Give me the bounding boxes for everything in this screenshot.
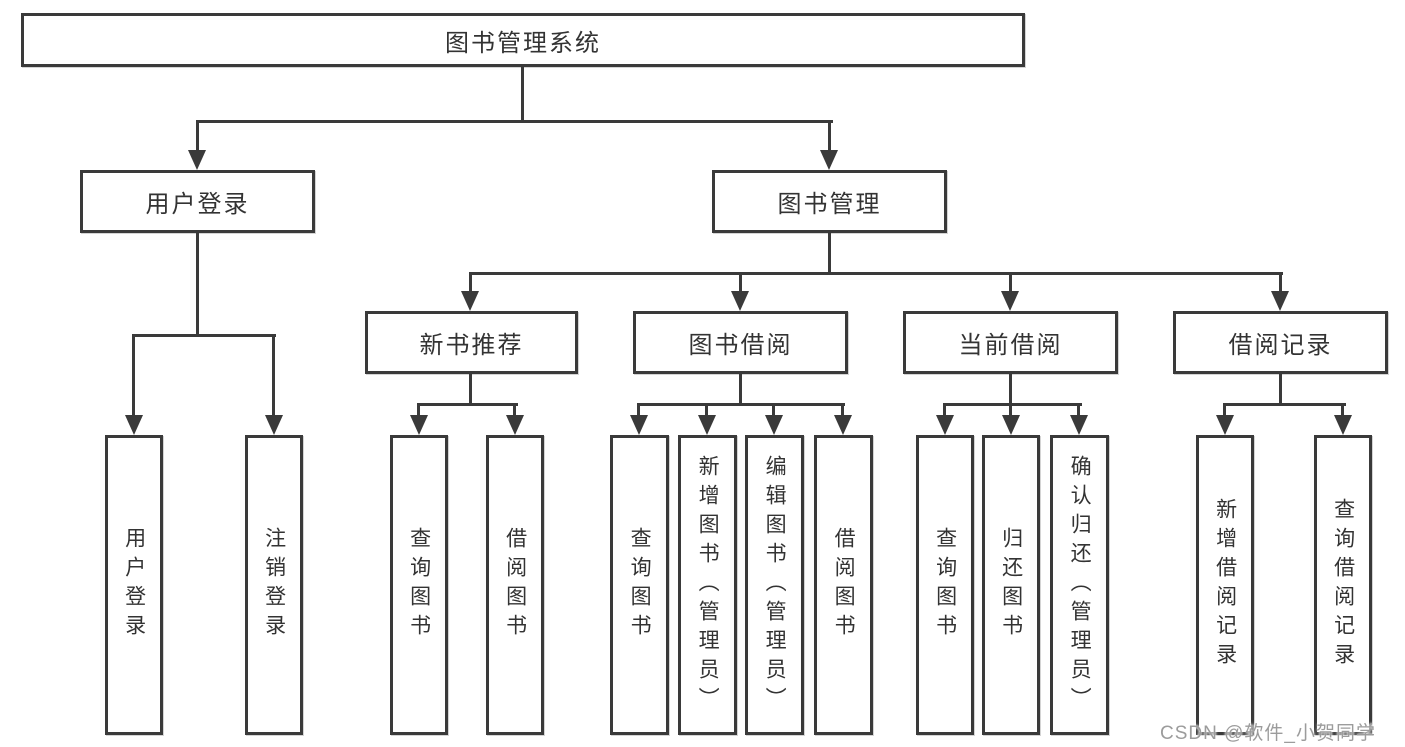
connector-line bbox=[417, 403, 420, 417]
node-add-borrow-record: 新增借阅记录 bbox=[1196, 435, 1254, 735]
node-label: 查询图书 bbox=[628, 527, 652, 643]
node-new-book-recommendation: 新书推荐 bbox=[365, 311, 578, 374]
arrow-down-icon bbox=[506, 415, 524, 435]
connector-line bbox=[637, 403, 845, 406]
node-edit-books-admin: 编辑图书（管理员） bbox=[745, 435, 804, 735]
connector-line bbox=[513, 403, 516, 417]
node-current-borrowing: 当前借阅 bbox=[903, 311, 1118, 374]
connector-line bbox=[1223, 403, 1226, 417]
connector-line bbox=[637, 403, 640, 417]
arrow-down-icon bbox=[265, 415, 283, 435]
connector-line bbox=[469, 272, 472, 294]
node-label: 图书借阅 bbox=[688, 332, 793, 359]
node-query-borrow-record: 查询借阅记录 bbox=[1314, 435, 1372, 735]
arrow-down-icon bbox=[1001, 291, 1019, 311]
node-label: 查询图书 bbox=[933, 527, 957, 643]
node-query-books-current: 查询图书 bbox=[916, 435, 974, 735]
node-label: 归还图书 bbox=[999, 527, 1023, 643]
node-label: 借阅记录 bbox=[1228, 332, 1333, 359]
node-label: 注销登录 bbox=[262, 527, 286, 643]
arrow-down-icon bbox=[1216, 415, 1234, 435]
arrow-down-icon bbox=[1070, 415, 1088, 435]
arrow-down-icon bbox=[765, 415, 783, 435]
node-query-books-borrowing: 查询图书 bbox=[610, 435, 669, 735]
connector-line bbox=[1279, 272, 1282, 294]
node-user-login-leaf: 用户登录 bbox=[105, 435, 163, 735]
connector-line bbox=[772, 403, 775, 417]
connector-line bbox=[943, 403, 946, 417]
connector-line bbox=[196, 120, 833, 123]
arrow-down-icon bbox=[630, 415, 648, 435]
connector-line bbox=[1009, 403, 1012, 417]
arrow-down-icon bbox=[1002, 415, 1020, 435]
node-borrowing-records: 借阅记录 bbox=[1173, 311, 1388, 374]
connector-line bbox=[132, 334, 135, 418]
arrow-down-icon bbox=[1271, 291, 1289, 311]
connector-line bbox=[943, 403, 1082, 406]
watermark: CSDN @软件_小贺同学 bbox=[1160, 723, 1376, 744]
node-confirm-return-admin: 确认归还（管理员） bbox=[1050, 435, 1109, 735]
connector-line bbox=[196, 233, 199, 337]
connector-line bbox=[739, 374, 742, 406]
connector-line bbox=[417, 403, 518, 406]
node-label: 确认归还（管理员） bbox=[1068, 454, 1092, 716]
node-return-books: 归还图书 bbox=[982, 435, 1040, 735]
node-logout: 注销登录 bbox=[245, 435, 303, 735]
node-book-management-system: 图书管理系统 bbox=[21, 13, 1025, 67]
arrow-down-icon bbox=[410, 415, 428, 435]
node-label: 借阅图书 bbox=[503, 527, 527, 643]
connector-line bbox=[469, 374, 472, 406]
connector-line bbox=[1223, 403, 1346, 406]
node-label: 编辑图书（管理员） bbox=[763, 454, 787, 716]
node-user-login: 用户登录 bbox=[80, 170, 315, 233]
connector-line bbox=[196, 120, 199, 152]
node-label: 新增图书（管理员） bbox=[696, 454, 720, 716]
arrow-down-icon bbox=[820, 150, 838, 170]
node-borrow-books-recommend: 借阅图书 bbox=[486, 435, 544, 735]
connector-line bbox=[828, 120, 831, 152]
arrow-down-icon bbox=[731, 291, 749, 311]
connector-line bbox=[469, 272, 1283, 275]
node-borrow-books-borrowing: 借阅图书 bbox=[814, 435, 873, 735]
node-label: 新书推荐 bbox=[419, 332, 524, 359]
connector-line bbox=[1279, 374, 1282, 406]
connector-line bbox=[1077, 403, 1080, 417]
connector-line bbox=[272, 334, 275, 418]
arrow-down-icon bbox=[936, 415, 954, 435]
node-label: 借阅图书 bbox=[832, 527, 856, 643]
node-book-borrowing: 图书借阅 bbox=[633, 311, 848, 374]
node-book-management: 图书管理 bbox=[712, 170, 947, 233]
connector-line bbox=[705, 403, 708, 417]
node-label: 新增借阅记录 bbox=[1213, 498, 1237, 672]
arrow-down-icon bbox=[834, 415, 852, 435]
connector-line bbox=[1009, 374, 1012, 406]
arrow-down-icon bbox=[1334, 415, 1352, 435]
node-label: 查询借阅记录 bbox=[1331, 498, 1355, 672]
node-add-books-admin: 新增图书（管理员） bbox=[678, 435, 737, 735]
connector-line bbox=[521, 67, 524, 120]
connector-line bbox=[739, 272, 742, 294]
connector-line bbox=[1009, 272, 1012, 294]
arrow-down-icon bbox=[461, 291, 479, 311]
connector-line bbox=[1341, 403, 1344, 417]
arrow-down-icon bbox=[125, 415, 143, 435]
node-label: 当前借阅 bbox=[958, 332, 1063, 359]
node-label: 图书管理 bbox=[777, 191, 882, 218]
arrow-down-icon bbox=[698, 415, 716, 435]
connector-line bbox=[828, 233, 831, 275]
node-query-books-recommend: 查询图书 bbox=[390, 435, 448, 735]
connector-line bbox=[841, 403, 844, 417]
node-label: 查询图书 bbox=[407, 527, 431, 643]
node-label: 图书管理系统 bbox=[445, 29, 601, 57]
connector-line bbox=[132, 334, 276, 337]
arrow-down-icon bbox=[188, 150, 206, 170]
node-label: 用户登录 bbox=[145, 191, 250, 218]
node-label: 用户登录 bbox=[122, 527, 146, 643]
